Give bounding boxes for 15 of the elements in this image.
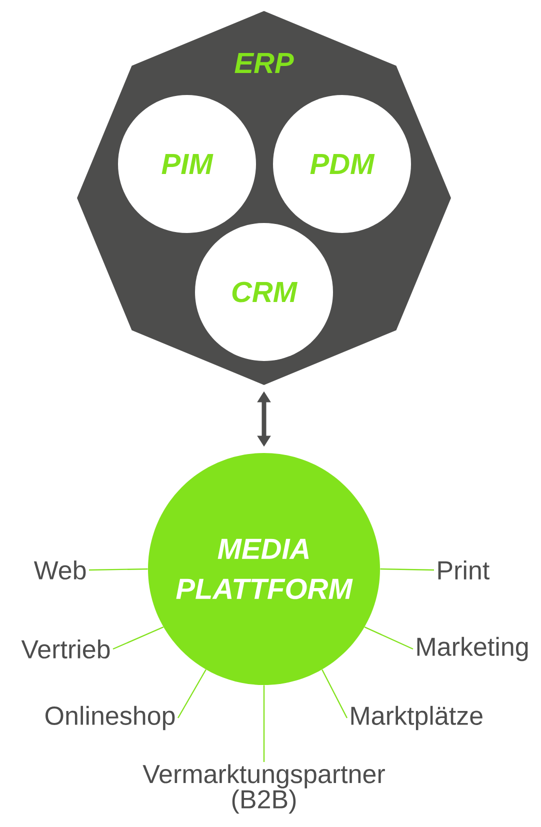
leader-line [322,669,348,718]
label: Print [438,560,490,580]
label: Web [34,560,86,580]
label: Vertrieb [21,639,110,659]
leader-line [88,568,148,571]
label: Vermarktungspartner (B2B) [142,764,385,814]
leader-line [364,626,414,650]
leader-line [380,568,434,571]
leader-line [177,669,206,718]
label: Marketing [417,636,528,662]
label: Marktplätze [351,706,482,730]
label: Onlineshop [46,706,175,730]
leader-line [263,685,265,762]
heading: ERP [234,53,294,73]
leader-line [112,626,164,650]
